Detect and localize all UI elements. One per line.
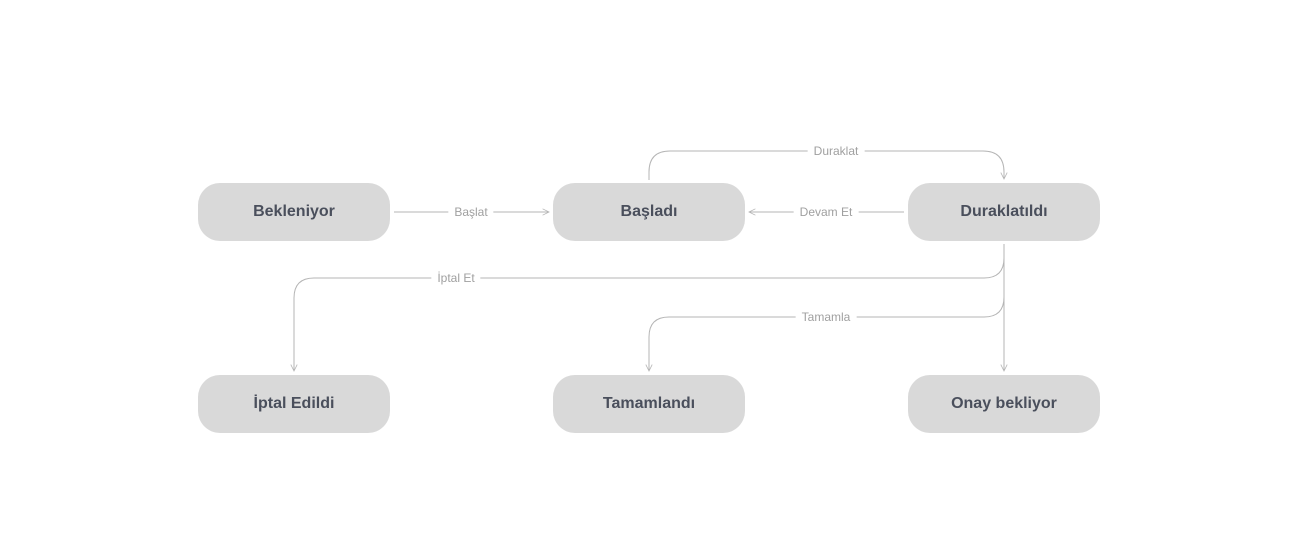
state-node-iptal-edildi: İptal Edildi	[198, 375, 390, 433]
state-label-tamamlandi: Tamamlandı	[602, 395, 696, 412]
edge-label-devam-et: Devam Et	[793, 205, 859, 219]
state-node-basladi: Başladı	[553, 183, 745, 241]
state-label-duraklatildi: Duraklatıldı	[960, 203, 1048, 220]
state-node-duraklatildi: Duraklatıldı	[908, 183, 1100, 241]
edge-label-duraklat: Duraklat	[807, 144, 865, 158]
state-label-onay-bekliyor: Onay bekliyor	[951, 395, 1057, 412]
edge-label-iptal-et: İptal Et	[431, 271, 481, 285]
edge-label-tamamla: Tamamla	[795, 310, 857, 324]
state-node-bekleniyor: Bekleniyor	[198, 183, 390, 241]
state-label-iptal-edildi: İptal Edildi	[253, 395, 335, 412]
state-node-tamamlandi: Tamamlandı	[553, 375, 745, 433]
edge-label-baslat: Başlat	[448, 205, 494, 219]
state-label-bekleniyor: Bekleniyor	[253, 203, 335, 220]
state-node-onay-bekliyor: Onay bekliyor	[908, 375, 1100, 433]
edge-iptal-et	[294, 244, 1005, 371]
state-label-basladi: Başladı	[620, 203, 678, 220]
edge-tamamla	[649, 244, 1005, 371]
